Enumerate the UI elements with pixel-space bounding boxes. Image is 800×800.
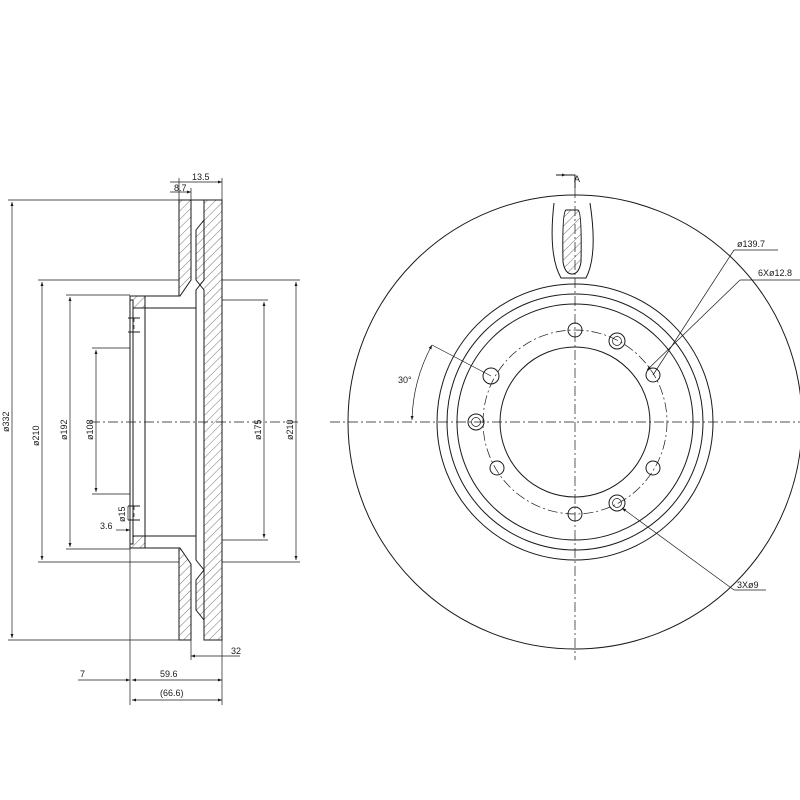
dim-59-6: 59.6 bbox=[160, 669, 178, 679]
dim-7: 7 bbox=[80, 669, 85, 679]
dim-d175: ø175 bbox=[253, 419, 263, 440]
dim-66-6: (66.6) bbox=[160, 688, 184, 698]
dim-3-6: 3.6 bbox=[100, 521, 113, 531]
disc-outer-edge bbox=[347, 194, 800, 650]
dim-13-5: 13.5 bbox=[192, 172, 210, 182]
center-bore bbox=[499, 346, 651, 498]
section-marker-a: A bbox=[574, 174, 580, 184]
section-upper-web bbox=[129, 199, 192, 309]
dim-32: 32 bbox=[231, 646, 241, 656]
dim-d210-outer: ø210 bbox=[31, 425, 41, 446]
small-holes bbox=[467, 332, 626, 512]
angle-30: 30° bbox=[398, 375, 412, 385]
dim-d15: ø15 bbox=[117, 506, 127, 522]
wear-groove bbox=[551, 202, 594, 279]
dim-8-7: 8.7 bbox=[174, 183, 187, 193]
friction-ring-inner bbox=[436, 283, 714, 561]
section-lower-web bbox=[129, 535, 192, 641]
dim-d210-right: ø210 bbox=[285, 419, 295, 440]
section-upper bbox=[179, 199, 223, 641]
front-view: A 30° bbox=[330, 173, 800, 660]
label-bolt-holes: 6Xø12.8 bbox=[758, 268, 792, 278]
dim-d332: ø332 bbox=[1, 411, 11, 432]
label-pcd: ø139.7 bbox=[737, 239, 765, 249]
bolt-holes bbox=[482, 322, 661, 522]
dim-d192: ø192 bbox=[59, 419, 69, 440]
pcd-circle bbox=[482, 329, 668, 515]
label-small-holes: 3Xø9 bbox=[737, 580, 759, 590]
dim-d108: ø108 bbox=[85, 419, 95, 440]
side-view: ø332 ø210 ø192 ø108 ø15 ø175 ø210 13.5 8… bbox=[1, 172, 300, 705]
